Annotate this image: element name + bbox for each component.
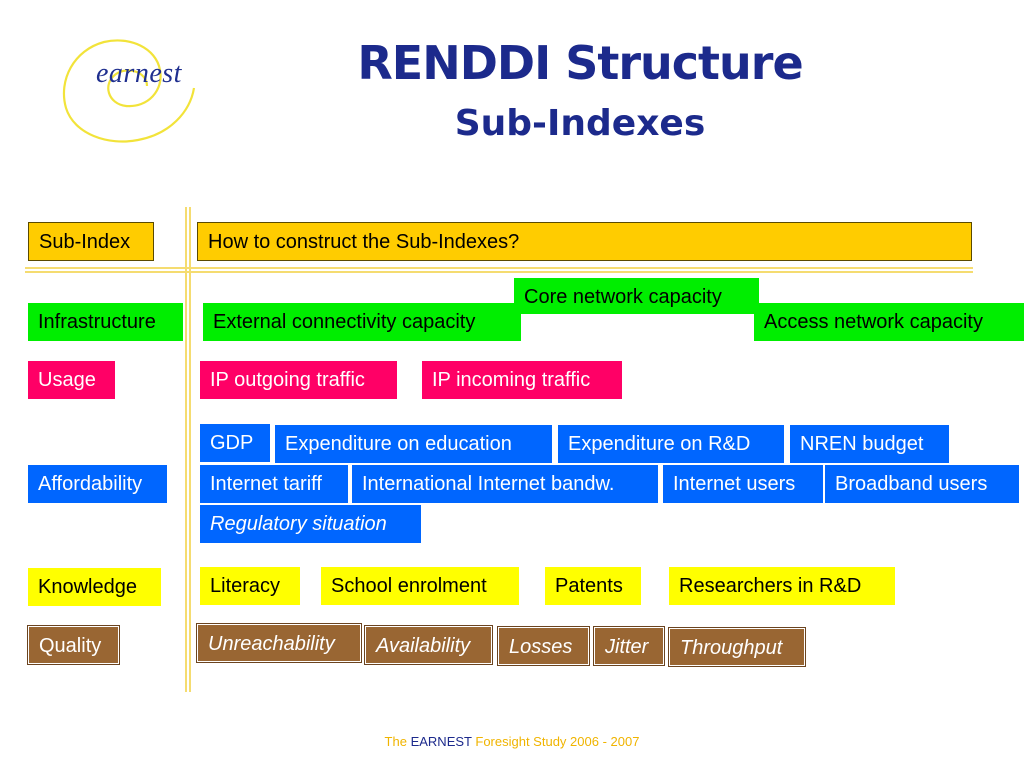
indicator-ip-outgoing-traffic: IP outgoing traffic bbox=[200, 361, 397, 399]
indicator-school-enrolment: School enrolment bbox=[321, 567, 519, 605]
indicator-access-network-capacity: Access network capacity bbox=[754, 303, 1024, 341]
indicator-jitter: Jitter bbox=[593, 626, 665, 666]
question-header: How to construct the Sub-Indexes? bbox=[197, 222, 972, 261]
indicator-international-internet-bandwidth: International Internet bandw. bbox=[352, 465, 658, 503]
footer-prefix: The bbox=[384, 734, 407, 749]
indicator-unreachability: Unreachability bbox=[196, 623, 362, 663]
footer-suffix: Foresight Study 2006 - 2007 bbox=[475, 734, 640, 749]
indicator-researchers-in-rd: Researchers in R&D bbox=[669, 567, 895, 605]
indicator-patents: Patents bbox=[545, 567, 641, 605]
page-title: RENDDI Structure bbox=[357, 36, 803, 90]
page-subtitle: Sub-Indexes bbox=[454, 103, 706, 144]
earnest-logo-swirl bbox=[62, 39, 196, 143]
indicator-expenditure-on-rd: Expenditure on R&D bbox=[558, 425, 784, 463]
indicator-gdp: GDP bbox=[200, 424, 270, 462]
row-label-knowledge: Knowledge bbox=[28, 568, 161, 606]
indicator-availability: Availability bbox=[364, 625, 493, 665]
vertical-divider bbox=[185, 207, 191, 692]
indicator-losses: Losses bbox=[497, 626, 590, 666]
indicator-external-connectivity-capacity: External connectivity capacity bbox=[203, 303, 521, 341]
indicator-internet-tariff: Internet tariff bbox=[200, 465, 348, 503]
footer: The EARNEST Foresight Study 2006 - 2007 bbox=[0, 734, 1024, 749]
earnest-logo-text: earnest bbox=[96, 58, 182, 89]
sub-index-header: Sub-Index bbox=[28, 222, 154, 261]
indicator-internet-users: Internet users bbox=[663, 465, 823, 503]
row-label-infrastructure: Infrastructure bbox=[28, 303, 183, 341]
row-label-quality: Quality bbox=[27, 625, 120, 665]
row-label-usage: Usage bbox=[28, 361, 115, 399]
horizontal-divider bbox=[25, 267, 973, 273]
indicator-literacy: Literacy bbox=[200, 567, 300, 605]
indicator-expenditure-on-education: Expenditure on education bbox=[275, 425, 552, 463]
indicator-broadband-users: Broadband users bbox=[825, 465, 1019, 503]
row-label-affordability: Affordability bbox=[28, 465, 167, 503]
footer-brand: EARNEST bbox=[410, 734, 472, 749]
indicator-nren-budget: NREN budget bbox=[790, 425, 949, 463]
indicator-ip-incoming-traffic: IP incoming traffic bbox=[422, 361, 622, 399]
indicator-throughput: Throughput bbox=[668, 627, 806, 667]
indicator-regulatory-situation: Regulatory situation bbox=[200, 505, 421, 543]
indicator-core-network-capacity: Core network capacity bbox=[514, 278, 759, 314]
